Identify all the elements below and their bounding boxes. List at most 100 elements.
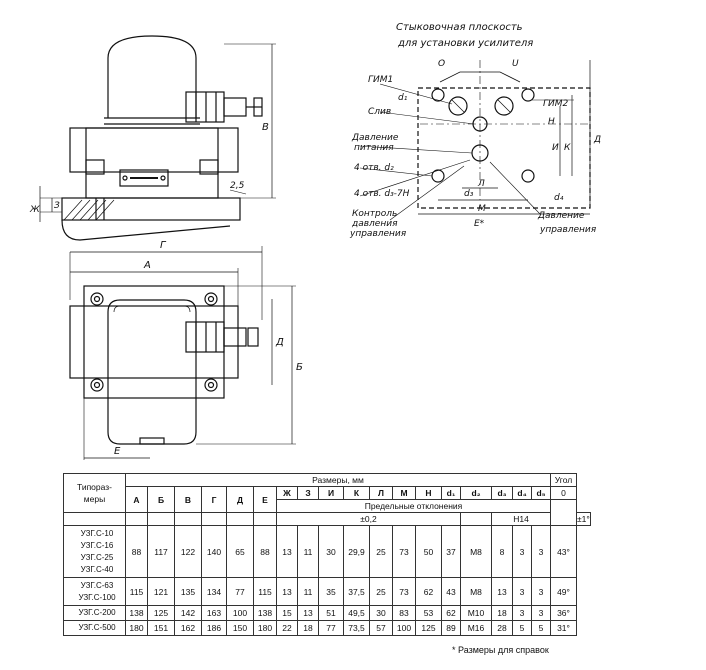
cell: 142 (174, 605, 202, 621)
tol-empty (125, 512, 148, 526)
row-name: УЗГ.С-40 (80, 564, 114, 574)
col-A: А (125, 486, 148, 513)
cell: М10 (460, 605, 492, 621)
drawing-labels: Стыковочная плоскость для установки усил… (29, 22, 601, 457)
col-K: К (343, 486, 370, 500)
cell: 36° (550, 605, 577, 621)
cell: 3 (512, 577, 532, 606)
table-row: УЗГ.С-500 180 151 162 186 150 180 22 18 … (63, 620, 591, 636)
header-typesizes: Типораз-меры (63, 473, 126, 513)
cell: 115 (125, 577, 148, 606)
cell: 5 (531, 620, 551, 636)
cell: 115 (253, 577, 277, 606)
cell: 125 (415, 620, 442, 636)
label-supply-2: питания (354, 143, 394, 153)
cell: 125 (147, 605, 175, 621)
plan-connector (185, 321, 225, 353)
cell: 138 (253, 605, 277, 621)
tol-empty (63, 512, 126, 526)
col-d1: d₁ (441, 486, 461, 500)
cell: 3 (531, 577, 551, 606)
engineering-drawing: Стыковочная плоскость для установки усил… (29, 22, 601, 460)
port-hatch (497, 99, 511, 113)
mating-plane-subtitle: для установки усилителя (397, 38, 533, 49)
port-gim1 (448, 96, 468, 116)
cell: 3 (531, 525, 551, 578)
cell: 13 (276, 577, 298, 606)
plan-hole-core (93, 381, 101, 389)
reference-note: * Размеры для справок (452, 645, 549, 655)
cell: 62 (415, 577, 442, 606)
tol-empty (147, 512, 175, 526)
leader-supply (359, 145, 473, 154)
plan-hole-tr (204, 292, 218, 306)
col-G: Г (201, 486, 227, 513)
plan-connector-nut (223, 327, 247, 347)
cell: 22 (276, 620, 298, 636)
plan-hole-bl (90, 378, 104, 392)
mount-lug-left (85, 159, 105, 175)
cell: 49° (550, 577, 577, 606)
row-name: УЗГ.С-25 (80, 552, 114, 562)
cell: 62 (441, 605, 461, 621)
plate-screw (122, 175, 128, 181)
mount-lug-right (199, 159, 219, 175)
drawing-svg: Стыковочная плоскость для установки усил… (29, 22, 601, 460)
label-control-2: давления (351, 219, 398, 229)
label-L: Л (477, 179, 485, 189)
cell: 151 (147, 620, 175, 636)
label-drain: Слив (368, 107, 391, 117)
col-E: Е (253, 486, 277, 513)
label-V: В (262, 122, 269, 133)
label-gim1: ГИМ1 (368, 75, 393, 85)
tol-empty (201, 512, 227, 526)
corner-hole (521, 88, 535, 102)
plate-screw (160, 175, 166, 181)
cell: 186 (201, 620, 227, 636)
col-V: В (174, 486, 202, 513)
leader-drain (379, 111, 475, 125)
cell: 57 (369, 620, 393, 636)
header-deviations: Предельные отклонения (276, 499, 551, 513)
label-holes-d3: 4 отв. d₃-7Н (354, 189, 410, 199)
tol-empty (174, 512, 202, 526)
label-radius: 2,5 (230, 181, 245, 191)
motor-top (107, 35, 197, 59)
cell: 140 (201, 525, 227, 578)
row-name: УЗГ.С-100 (78, 592, 116, 602)
cell: 180 (253, 620, 277, 636)
front-view (39, 35, 276, 241)
tol-angle: ±1° (576, 512, 591, 526)
cell: 50 (415, 525, 442, 578)
body-center (85, 127, 219, 199)
tol-empty (460, 512, 492, 526)
label-control-3: управления (349, 229, 407, 239)
plan-hole-core (93, 295, 101, 303)
radius-leader (229, 189, 247, 195)
cell: М16 (460, 620, 492, 636)
header-angle: Угол (550, 473, 577, 487)
cell: 29,9 (343, 525, 370, 578)
leader-gim1 (379, 83, 453, 105)
row-name: УЗГ.С-200 (78, 608, 116, 617)
cell: 28 (491, 620, 513, 636)
name-plate (119, 169, 169, 187)
base-plate (61, 197, 241, 221)
port-hatch (451, 99, 465, 113)
cell: 8 (491, 525, 513, 578)
col-N: Н (415, 486, 442, 500)
label-supply-1: Давление (351, 133, 399, 143)
label-B: Б (296, 362, 303, 373)
leader-holes-d3 (359, 159, 471, 197)
cell: 30 (318, 525, 344, 578)
cell: 37,5 (343, 577, 370, 606)
col-d2: d₂ (460, 486, 492, 500)
label-ctrl-pressure-2: управления (539, 225, 597, 235)
section-hatch (63, 199, 115, 221)
cell: 135 (174, 577, 202, 606)
cell: 100 (226, 605, 254, 621)
plan-hole-core (207, 295, 215, 303)
label-D-right: Д (593, 135, 601, 145)
corner-hole (431, 88, 445, 102)
cell: 13 (276, 525, 298, 578)
